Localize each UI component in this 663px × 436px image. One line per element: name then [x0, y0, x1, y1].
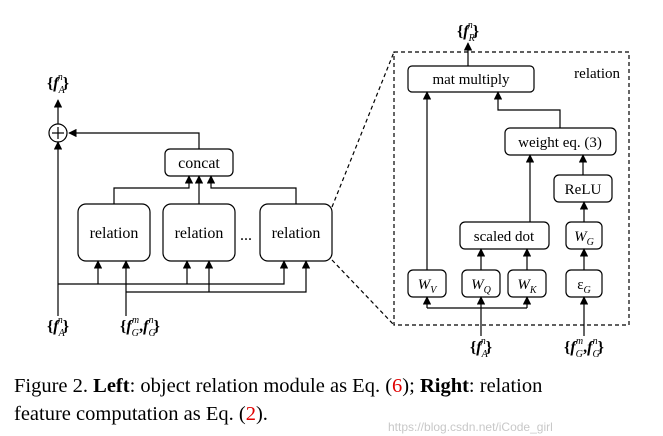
right-input-geometry: {fGm,fGn}	[564, 336, 604, 360]
caption-right-bold: Right	[419, 375, 469, 397]
mat-multiply-box: mat multiply	[407, 65, 535, 93]
caption-ref-2[interactable]: 2	[245, 403, 256, 425]
ellipsis: ...	[240, 227, 252, 244]
relation-label-1: relation	[90, 225, 139, 242]
weight-eq-label: weight eq. (3)	[518, 135, 602, 151]
left-output-label: {fAn}	[47, 72, 69, 96]
right-output-label: {fRn}	[457, 20, 479, 44]
wg-box: WG	[565, 221, 603, 250]
caption-line-2: feature computation as Eq. (2).	[14, 400, 654, 428]
caption-left-text-b: );	[402, 375, 420, 397]
mat-multiply-label: mat multiply	[432, 72, 510, 88]
caption-left-text-a: : object relation module as Eq. (	[129, 375, 393, 397]
caption-left-bold: Left	[93, 375, 130, 397]
relation-label-3: relation	[272, 225, 321, 242]
panel-label: relation	[574, 66, 620, 82]
caption-figure-label: Figure 2.	[14, 375, 89, 397]
relation-box-2: relation	[162, 203, 236, 262]
relation-panel-frame	[393, 51, 630, 326]
epsilon-g-box: εG	[565, 269, 603, 298]
left-input-appearance: {fAn}	[47, 315, 69, 339]
figure-caption: Figure 2. Left: object relation module a…	[14, 372, 654, 428]
caption-line2-b: ).	[255, 403, 268, 425]
wk-box: WK	[507, 269, 547, 298]
zoom-line-top	[331, 51, 395, 208]
right-panel: relation {fRn} mat multiply weight eq. (…	[393, 20, 630, 360]
relation-label-2: relation	[175, 225, 224, 242]
scaled-dot-box: scaled dot	[459, 221, 550, 250]
wv-label: WV	[418, 277, 439, 296]
caption-ref-6[interactable]: 6	[392, 375, 403, 397]
left-panel: {fAn} concat relation relation ...	[47, 72, 333, 339]
weight-eq-box: weight eq. (3)	[504, 127, 617, 156]
left-input-geometry: {fGm,fGn}	[120, 315, 160, 339]
wk-label: WK	[517, 277, 538, 296]
concat-box: concat	[164, 148, 234, 177]
scaled-dot-label: scaled dot	[474, 229, 535, 245]
epsilon-g-label: εG	[577, 277, 591, 296]
concat-label: concat	[178, 155, 220, 172]
caption-line-1: Figure 2. Left: object relation module a…	[14, 372, 654, 400]
wq-box: WQ	[461, 269, 501, 298]
watermark: https://blog.csdn.net/iCode_girl	[388, 420, 553, 434]
sum-node	[48, 123, 68, 143]
right-input-appearance: {fAn}	[470, 336, 492, 360]
caption-line2-a: feature computation as Eq. (	[14, 403, 246, 425]
relu-label: ReLU	[565, 182, 602, 198]
relu-box: ReLU	[553, 174, 613, 203]
zoom-line-bottom	[331, 259, 395, 326]
wg-label: WG	[574, 229, 594, 248]
wv-box: WV	[407, 269, 447, 298]
relation-box-3: relation	[259, 203, 333, 262]
caption-right-text-a: : relation	[468, 375, 543, 397]
wq-label: WQ	[471, 277, 492, 296]
relation-box-1: relation	[77, 203, 151, 262]
